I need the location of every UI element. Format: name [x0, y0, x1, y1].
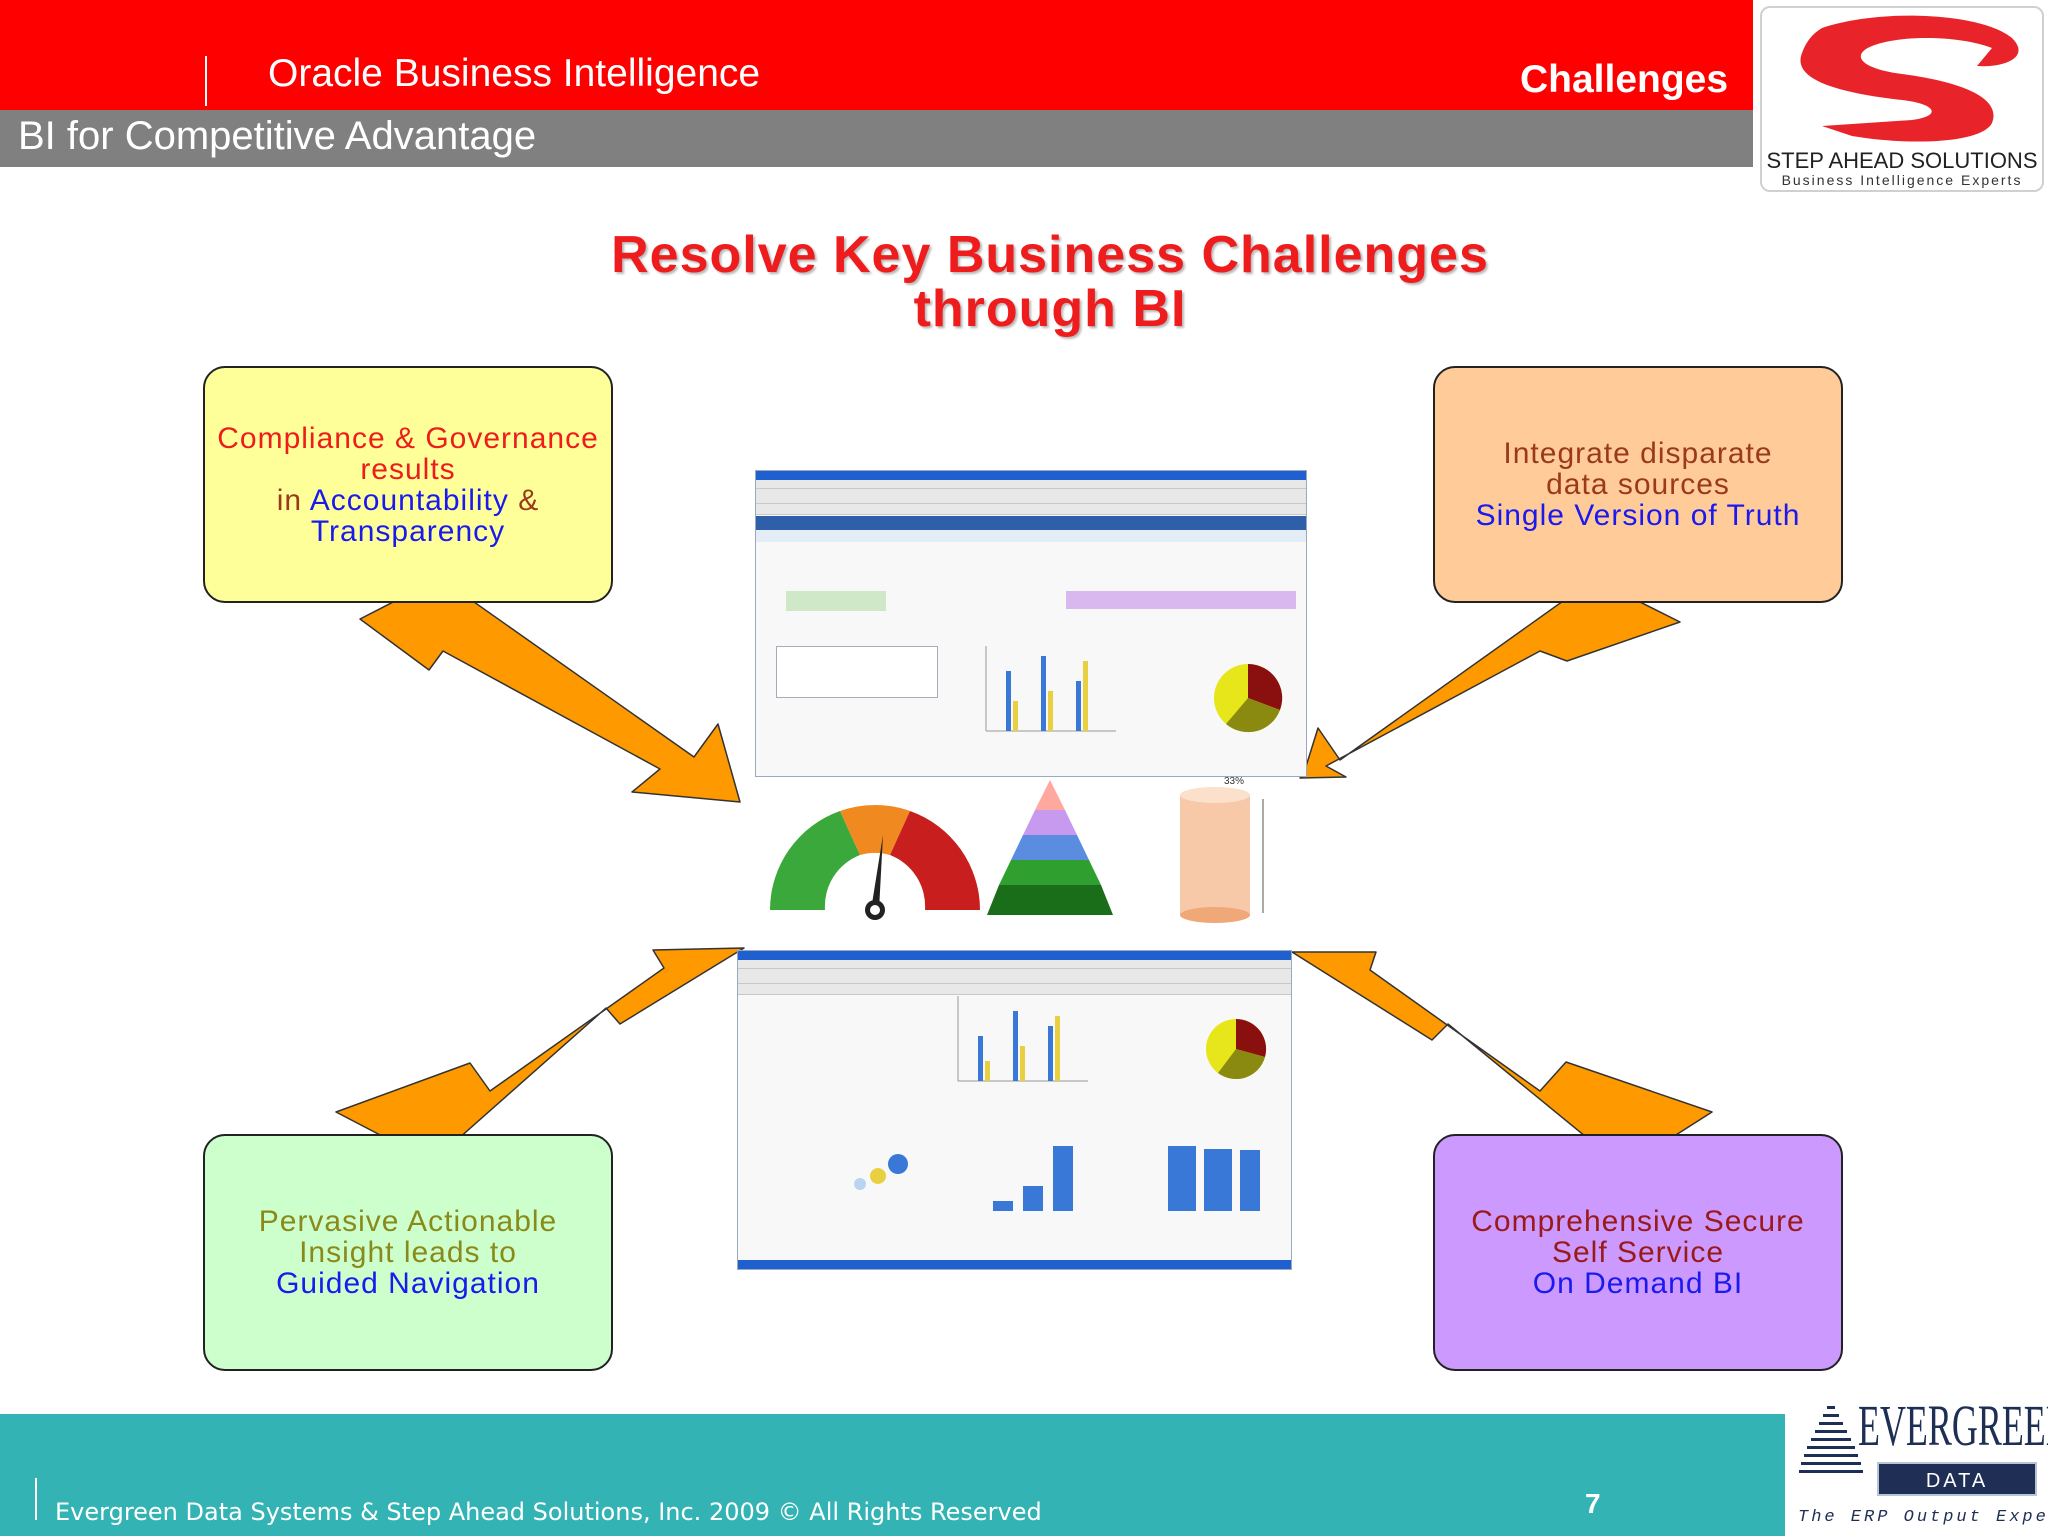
- box-compliance-in: in: [276, 483, 303, 517]
- pie-chart-thumbnail-2: [1206, 1018, 1267, 1080]
- box-compliance-ampersand: &: [518, 483, 540, 517]
- step-ahead-s-icon: [1800, 15, 2019, 142]
- browser-menubar: [738, 960, 1291, 969]
- logo-tagline: Business Intelligence Experts: [1781, 172, 2023, 188]
- pyramid-chart: [987, 780, 1113, 915]
- bar-chart-thumbnail: [985, 646, 1116, 732]
- footer-divider: [35, 1478, 37, 1520]
- box-pervasive-guided: Guided Navigation: [276, 1267, 540, 1300]
- oracle-banner: [756, 516, 1306, 530]
- evergreen-wordmark: EVERGREEN: [1858, 1393, 2048, 1458]
- box-self-service-on-demand: On Demand BI: [1532, 1267, 1744, 1300]
- evergreen-tagline: The ERP Output Experts: [1798, 1508, 2048, 1527]
- main-title-line-2: through BI: [913, 280, 1187, 338]
- bottom-charts-thumbnail: [854, 1146, 1260, 1211]
- arrow-bottom-right: [1291, 951, 1713, 1169]
- box-compliance: Compliance & Governance results in Accou…: [203, 366, 613, 603]
- evergreen-tree-icon: [1799, 1406, 1863, 1473]
- dashboard-tabs: [756, 530, 1306, 542]
- arrow-bottom-left: [335, 947, 745, 1163]
- header-red-band: [0, 0, 1753, 110]
- logo-company-name: STEP AHEAD SOLUTIONS: [1766, 148, 2038, 173]
- box-integrate: Integrate disparate data sources Single …: [1433, 366, 1843, 603]
- page-number: 7: [1585, 1488, 1601, 1519]
- footer-band: [0, 1414, 1785, 1536]
- box-self-service-text: Comprehensive Secure Self Service: [1471, 1205, 1805, 1269]
- browser-titlebar: [738, 951, 1291, 960]
- box-compliance-text: Compliance & Governance results: [217, 421, 599, 486]
- cylinder-percent-label: 33%: [1224, 776, 1245, 787]
- header-gray-band: [0, 110, 1753, 167]
- header-divider: [205, 56, 207, 106]
- browser-titlebar: [756, 471, 1306, 480]
- product-title: Oracle Business Intelligence: [268, 52, 761, 95]
- main-title-line-1: Resolve Key Business Challenges: [611, 226, 1489, 284]
- dashboard-screenshot-top: [755, 470, 1307, 777]
- evergreen-subtitle: DATA SYSTEMS: [1877, 1462, 2037, 1526]
- box-compliance-transparency: Transparency: [310, 514, 506, 548]
- cylinder-chart: [1180, 787, 1264, 923]
- pie-chart-thumbnail: [1214, 663, 1283, 733]
- browser-toolbar: [756, 489, 1306, 504]
- gauge-pyramid-cylinder-graphics: [770, 780, 1264, 923]
- browser-toolbar: [738, 969, 1291, 984]
- data-table: [776, 646, 938, 698]
- prompt-box-purple: [1066, 591, 1296, 609]
- bar-chart-thumbnail-2: [957, 996, 1088, 1082]
- dashboard-screenshot-bottom: [737, 950, 1292, 1270]
- box-pervasive-text: Pervasive Actionable Insight leads to: [258, 1205, 558, 1269]
- box-pervasive: Pervasive Actionable Insight leads to Gu…: [203, 1134, 613, 1371]
- box-integrate-single-version: Single Version of Truth: [1475, 499, 1801, 532]
- browser-bookmarks: [756, 504, 1306, 515]
- arrow-top-right: [1299, 578, 1681, 779]
- browser-bookmarks: [738, 984, 1291, 995]
- prompt-box-green: [786, 591, 886, 611]
- step-ahead-logo: [1760, 6, 2044, 192]
- section-title: Challenges: [1520, 58, 1729, 101]
- footer-copyright: Evergreen Data Systems & Step Ahead Solu…: [55, 1498, 1042, 1526]
- box-self-service: Comprehensive Secure Self Service On Dem…: [1433, 1134, 1843, 1371]
- main-title: Resolve Key Business Challenges through …: [480, 228, 1620, 336]
- box-compliance-accountability: Accountability: [309, 483, 509, 517]
- arrow-top-left: [359, 577, 741, 803]
- slide-subtitle: BI for Competitive Advantage: [18, 114, 537, 158]
- gauge-chart: [770, 804, 980, 920]
- box-integrate-text: Integrate disparate data sources: [1503, 437, 1773, 501]
- windows-taskbar: [738, 1260, 1291, 1269]
- browser-menubar: [756, 480, 1306, 489]
